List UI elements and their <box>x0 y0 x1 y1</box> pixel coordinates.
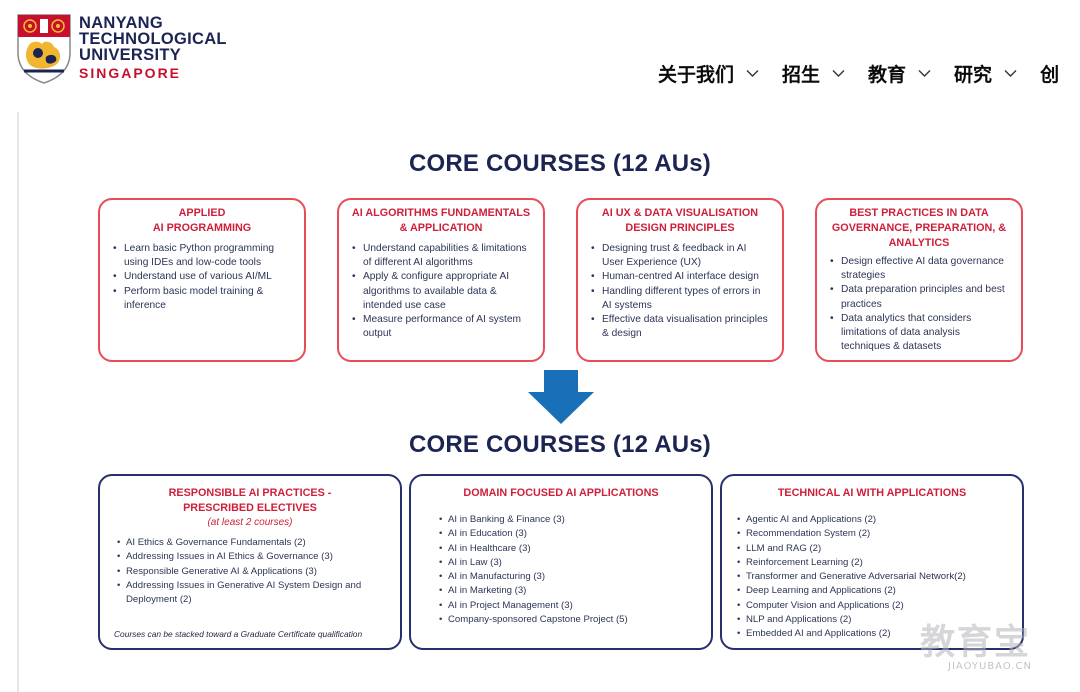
watermark-text: 教育宝 <box>920 623 1032 663</box>
list-item: LLM and RAG (2) <box>736 542 1010 557</box>
elective-card-responsible-ai: RESPONSIBLE AI PRACTICES - PRESCRIBED EL… <box>98 474 402 650</box>
card-title: TECHNICAL AI WITH APPLICATIONS <box>777 487 967 499</box>
list-item: Learn basic Python programming using IDE… <box>112 242 292 270</box>
card-title: DOMAIN FOCUSED AI APPLICATIONS <box>463 487 659 499</box>
list-item: Apply & configure appropriate AI algorit… <box>351 270 531 313</box>
wordmark-line-1: NANYANG <box>79 14 164 32</box>
wordmark-line-4: SINGAPORE <box>79 65 182 81</box>
list-item: Addressing Issues in Generative AI Syste… <box>116 579 388 608</box>
chevron-down-icon <box>832 70 845 77</box>
wordmark-line-3: UNIVERSITY <box>79 46 182 64</box>
list-item: Understand use of various AI/ML <box>112 270 292 284</box>
wordmark-line-2: TECHNOLOGICAL <box>79 30 227 48</box>
site-watermark: 教育宝 JIAOYUBAO.CN <box>920 614 1060 674</box>
ntu-crest-icon <box>17 14 71 84</box>
list-item: Embedded AI and Applications (2) <box>736 627 1010 642</box>
watermark-url: JIAOYUBAO.CN <box>948 661 1032 672</box>
nav-label: 创 <box>1040 64 1060 86</box>
card-title: BEST PRACTICES IN DATA GOVERNANCE, PREPA… <box>831 207 1007 249</box>
card-list: AI in Banking & Finance (3) AI in Educat… <box>423 513 699 628</box>
list-item: Handling different types of errors in AI… <box>590 285 770 313</box>
card-list: Understand capabilities & limitations of… <box>351 242 531 341</box>
list-item: Human-centred AI interface design <box>590 270 770 284</box>
elective-card-technical-ai: TECHNICAL AI WITH APPLICATIONS Agentic A… <box>720 474 1024 650</box>
list-item: AI in Manufacturing (3) <box>438 570 699 585</box>
nav-label: 关于我们 <box>658 64 735 86</box>
card-title: AI ALGORITHMS FUNDAMENTALS & APPLICATION <box>351 207 531 234</box>
list-item: AI in Education (3) <box>438 527 699 542</box>
list-item: Reinforcement Learning (2) <box>736 556 1010 571</box>
core-card-ai-ux: AI UX & DATA VISUALISATION DESIGN PRINCI… <box>576 198 784 362</box>
card-title: AI UX & DATA VISUALISATION DESIGN PRINCI… <box>601 207 759 234</box>
card-subtitle: (at least 2 courses) <box>207 517 293 528</box>
list-item: Responsible Generative AI & Applications… <box>116 565 388 580</box>
core-card-data-governance: BEST PRACTICES IN DATA GOVERNANCE, PREPA… <box>815 198 1023 362</box>
nav-item-admissions[interactable]: 招生 <box>782 60 845 87</box>
list-item: NLP and Applications (2) <box>736 613 1010 628</box>
list-item: Computer Vision and Applications (2) <box>736 599 1010 614</box>
stacking-note: Courses can be stacked toward a Graduate… <box>114 629 363 639</box>
list-item: Perform basic model training & inference <box>112 285 292 313</box>
list-item: Designing trust & feedback in AI User Ex… <box>590 242 770 270</box>
site-header: NANYANG TECHNOLOGICAL UNIVERSITY SINGAPO… <box>0 0 1080 112</box>
card-list: Design effective AI data governance stra… <box>829 255 1009 354</box>
list-item: Understand capabilities & limitations of… <box>351 242 531 270</box>
card-list: AI Ethics & Governance Fundamentals (2) … <box>112 536 388 607</box>
core-card-ai-algorithms: AI ALGORITHMS FUNDAMENTALS & APPLICATION… <box>337 198 545 362</box>
list-item: AI in Banking & Finance (3) <box>438 513 699 528</box>
list-item: Company-sponsored Capstone Project (5) <box>438 613 699 628</box>
nav-item-research[interactable]: 研究 <box>954 60 1017 87</box>
core-card-applied-ai: APPLIED AI PROGRAMMING Learn basic Pytho… <box>98 198 306 362</box>
chevron-down-icon <box>746 70 759 77</box>
card-title: RESPONSIBLE AI PRACTICES - PRESCRIBED EL… <box>168 487 332 514</box>
nav-label: 教育 <box>868 64 907 86</box>
nav-label: 招生 <box>782 64 821 86</box>
card-list: Learn basic Python programming using IDE… <box>112 242 292 313</box>
list-item: AI in Law (3) <box>438 556 699 571</box>
list-item: Transformer and Generative Adversarial N… <box>736 570 1010 585</box>
chevron-down-icon <box>1004 70 1017 77</box>
main-nav: 关于我们 招生 教育 研究 创 <box>658 60 1059 87</box>
nav-item-education[interactable]: 教育 <box>868 60 931 87</box>
electives-title: CORE COURSES (12 AUs) <box>408 431 712 458</box>
list-item: Recommendation System (2) <box>736 527 1010 542</box>
list-item: Data preparation principles and best pra… <box>829 283 1009 311</box>
content-divider <box>17 112 19 692</box>
list-item: AI in Project Management (3) <box>438 599 699 614</box>
list-item: Measure performance of AI system output <box>351 313 531 341</box>
elective-card-domain-ai: DOMAIN FOCUSED AI APPLICATIONS AI in Ban… <box>409 474 713 650</box>
list-item: Addressing Issues in AI Ethics & Governa… <box>116 550 388 565</box>
list-item: Design effective AI data governance stra… <box>829 255 1009 283</box>
card-title: APPLIED AI PROGRAMMING <box>152 207 252 234</box>
nav-item-innovation[interactable]: 创 <box>1040 60 1059 87</box>
list-item: Data analytics that considers limitation… <box>829 312 1009 355</box>
university-wordmark: NANYANG TECHNOLOGICAL UNIVERSITY SINGAPO… <box>79 15 227 81</box>
card-list: Designing trust & feedback in AI User Ex… <box>590 242 770 341</box>
down-arrow-icon <box>528 370 594 424</box>
list-item: AI in Marketing (3) <box>438 584 699 599</box>
list-item: AI Ethics & Governance Fundamentals (2) <box>116 536 388 551</box>
list-item: Deep Learning and Applications (2) <box>736 584 1010 599</box>
list-item: Agentic AI and Applications (2) <box>736 513 1010 528</box>
card-list: Agentic AI and Applications (2) Recommen… <box>734 513 1010 642</box>
chevron-down-icon <box>918 70 931 77</box>
core-courses-title: CORE COURSES (12 AUs) <box>408 150 712 177</box>
list-item: AI in Healthcare (3) <box>438 542 699 557</box>
nav-item-about[interactable]: 关于我们 <box>658 60 759 87</box>
ntu-logo[interactable]: NANYANG TECHNOLOGICAL UNIVERSITY SINGAPO… <box>16 13 227 85</box>
nav-label: 研究 <box>954 64 993 86</box>
list-item: Effective data visualisation principles … <box>590 313 770 341</box>
